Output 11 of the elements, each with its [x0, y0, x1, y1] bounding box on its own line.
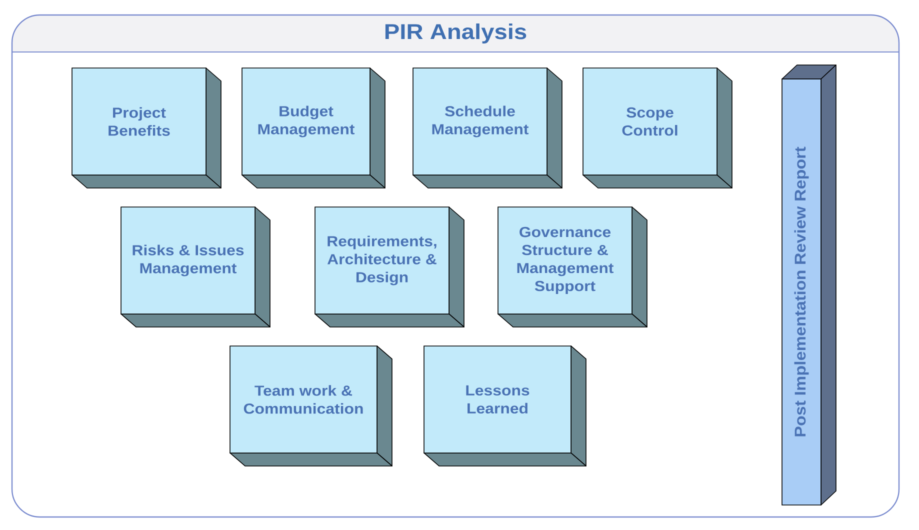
cube-box: Governance Structure & Management Support [498, 206, 648, 328]
cube-box: Team work & Communication [230, 346, 392, 466]
cube-box: Requirements, Architecture & Design [314, 206, 464, 328]
cube-box: Budget Management [242, 68, 386, 188]
cube-box: Project Benefits [72, 68, 222, 188]
title-band: PIR Analysis [12, 15, 899, 52]
cube-box: Scope Control [582, 68, 732, 188]
vertical-bar: Post Implementation Review Report [782, 64, 836, 506]
cube-box: Schedule Management [412, 68, 562, 188]
cube-box: Risks & Issues Management [120, 206, 270, 328]
cube-box: Lessons Learned [424, 346, 586, 466]
